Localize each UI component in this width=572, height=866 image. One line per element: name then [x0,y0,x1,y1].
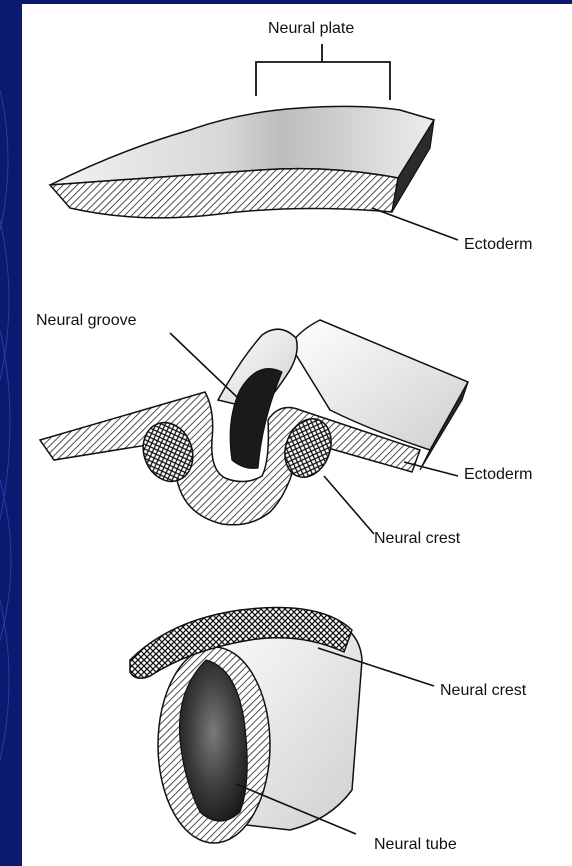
label-neural-crest-middle: Neural crest [374,530,460,548]
neural-groove-stage [40,320,468,534]
neural-crest-leader-middle [324,476,374,534]
neural-groove-leader [170,333,238,398]
label-neural-plate: Neural plate [268,20,354,38]
label-neural-crest-bottom: Neural crest [440,682,526,700]
neural-plate-stage [50,44,458,240]
neural-plate-bracket [256,44,390,100]
label-ectoderm-middle: Ectoderm [464,466,532,484]
label-neural-tube: Neural tube [374,836,457,854]
label-ectoderm-top: Ectoderm [464,236,532,254]
ectoderm-leader-top [372,208,458,240]
label-neural-groove: Neural groove [36,312,137,330]
neural-tube-stage [130,608,434,844]
